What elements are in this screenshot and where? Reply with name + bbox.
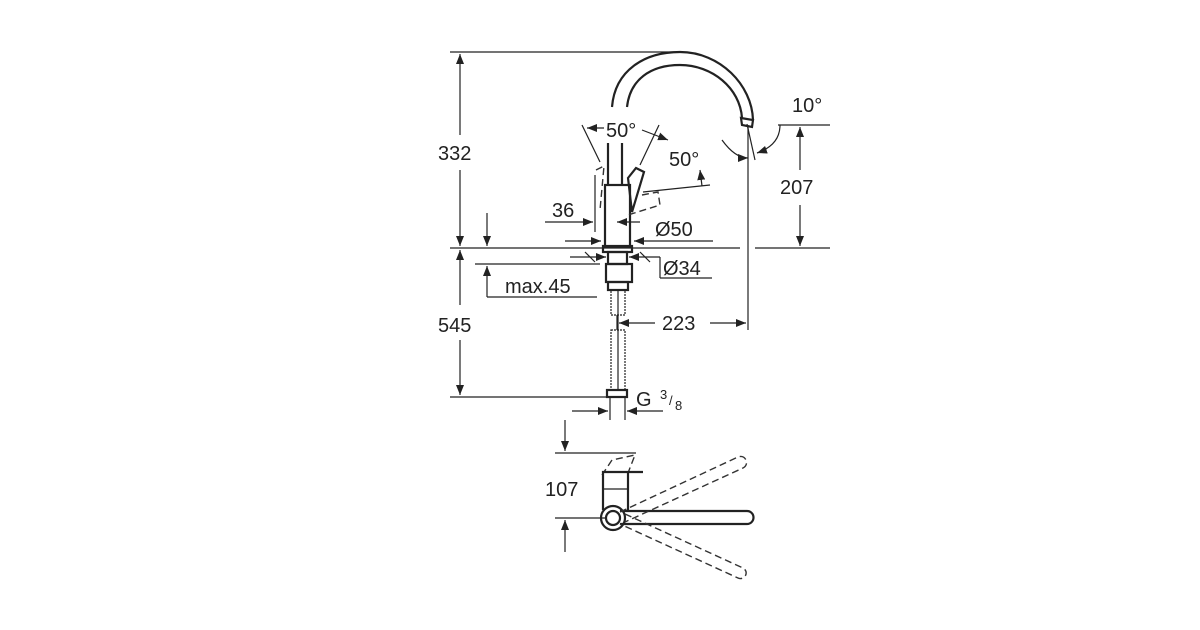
dim-545: 545 (438, 315, 471, 337)
dim-36: 36 (552, 200, 574, 222)
spout (610, 50, 755, 129)
dim-connection-slash: / (669, 393, 673, 408)
dim-107: 107 (545, 479, 578, 501)
lever-angle-2: 50° (669, 149, 699, 171)
top-view (555, 420, 755, 580)
dim-diameter-50: Ø50 (655, 219, 693, 241)
hole-diameter-dim (475, 251, 712, 279)
body-width-dim (545, 175, 640, 232)
dim-223: 223 (662, 313, 695, 335)
lever-angle-1: 50° (606, 120, 636, 142)
faucet-body (601, 143, 646, 420)
dim-207: 207 (780, 177, 813, 199)
dim-10-degree: 10° (792, 95, 822, 117)
dim-diameter-34: Ø34 (663, 258, 701, 280)
lever-swing (581, 124, 711, 216)
spout-reach-dim (616, 315, 746, 330)
dim-max-45: max.45 (505, 276, 571, 298)
extension-lines (450, 51, 830, 398)
deck-thickness-dim (483, 213, 597, 298)
dim-connection-num: 3 (660, 387, 667, 402)
dim-connection: G (636, 389, 652, 411)
spout-angle-dim (721, 123, 781, 162)
dim-332: 332 (438, 143, 471, 165)
dim-connection-den: 8 (675, 398, 682, 413)
